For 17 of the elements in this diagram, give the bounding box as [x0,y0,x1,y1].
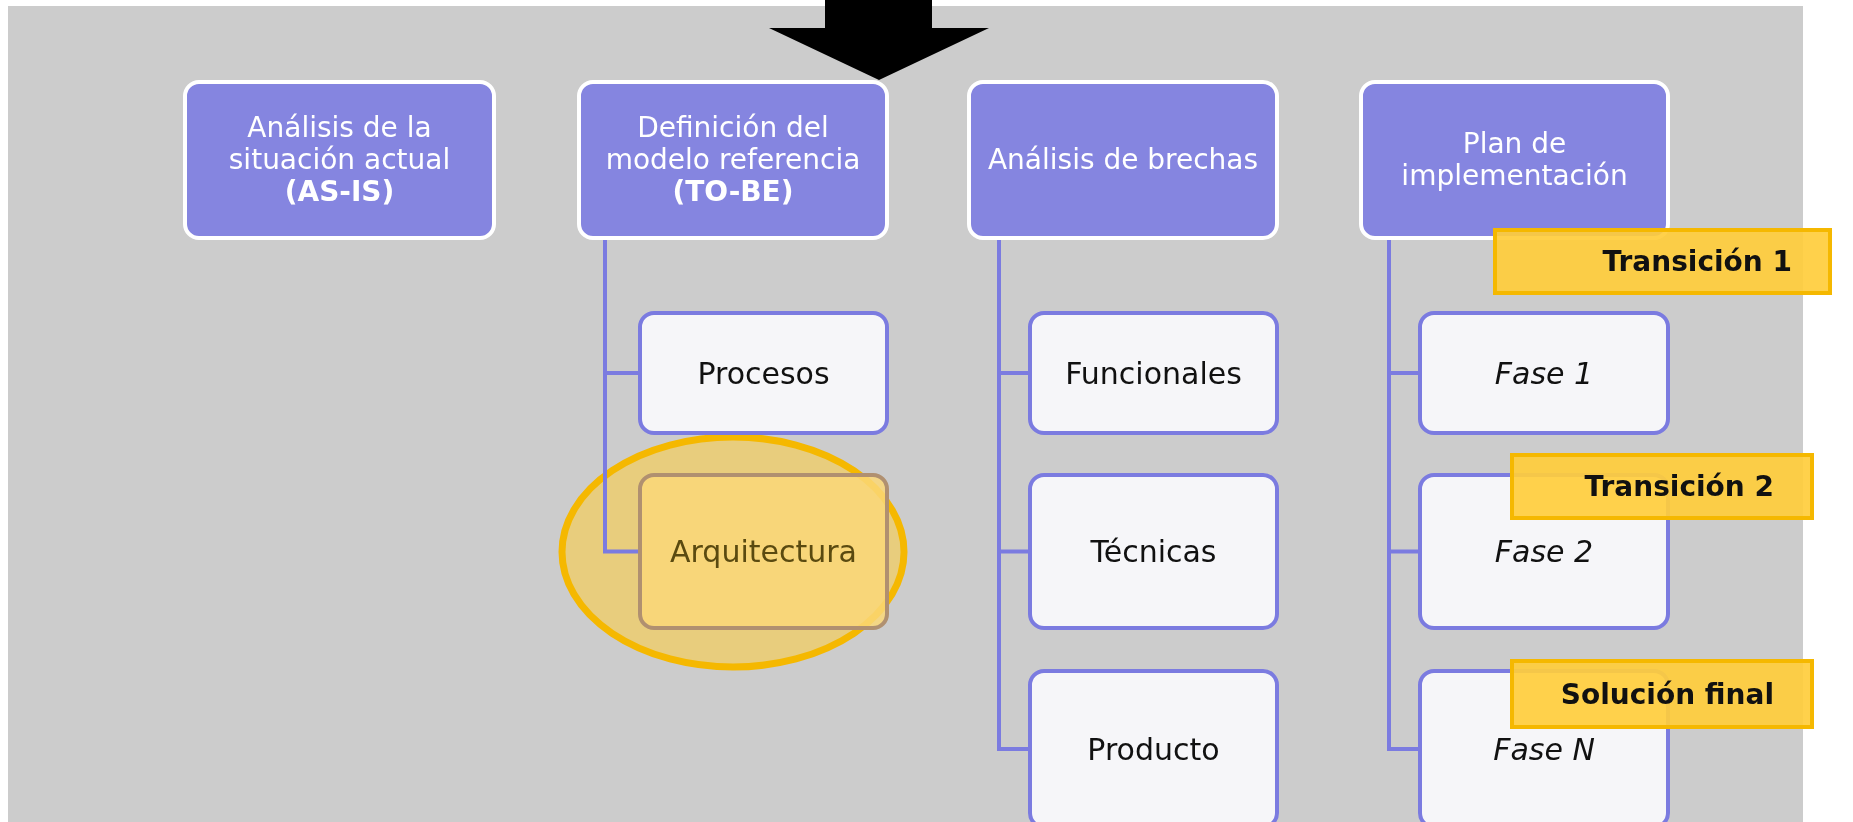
sub-item-box: Técnicas [1028,473,1279,630]
transition-tag: Transición 2 [1510,453,1814,520]
connector-line [1387,240,1418,751]
process-box: Plan de implementación [1359,80,1670,240]
connector-line [997,240,1028,751]
process-box: Análisis de la situación actual (AS-IS) [183,80,496,240]
sub-item-box: Fase 1 [1418,311,1670,435]
sub-item-box: Arquitectura [638,473,889,630]
sub-item-box: Producto [1028,669,1279,822]
process-box: Análisis de brechas [967,80,1279,240]
block-arrow [769,0,989,80]
transition-tag: Transición 1 [1493,228,1832,295]
sub-item-box: Procesos [638,311,889,435]
sub-item-box: Funcionales [1028,311,1279,435]
connector-line [603,240,638,554]
process-box: Definición del modelo referencia (TO-BE) [577,80,889,240]
transition-tag: Solución final [1510,659,1814,729]
